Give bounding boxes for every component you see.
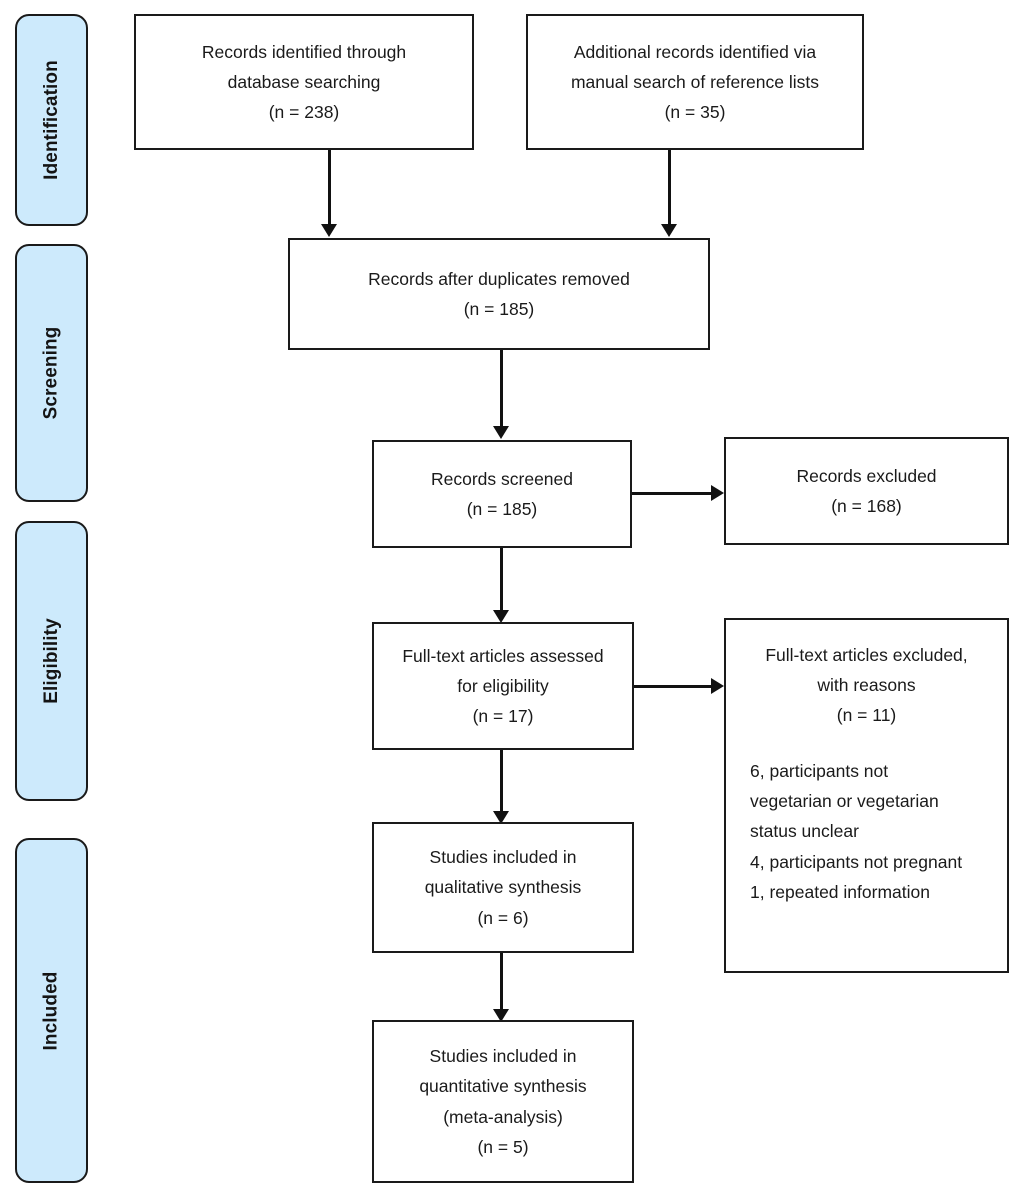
records-screened-line1: Records screened (430, 468, 574, 489)
box-records-screened: Records screened (n = 185) (372, 440, 632, 548)
arrowhead-screened-to-fulltext (493, 610, 509, 623)
records-identified-count: (n = 238) (268, 102, 340, 123)
qualitative-synthesis-line1: Studies included in (429, 847, 577, 868)
fulltext-excluded-reason-4: 4, participants not pregnant (750, 851, 963, 872)
arrowhead-duplicates-to-screened (493, 426, 509, 439)
fulltext-assessed-line1: Full-text articles assessed (402, 645, 604, 666)
stage-label-identification: Identification (40, 60, 62, 180)
quantitative-synthesis-line2: quantitative synthesis (419, 1076, 587, 1097)
arrowhead-fulltext-to-excluded (711, 678, 724, 694)
arrowhead-qualitative-to-quantitative (493, 1009, 509, 1022)
box-qualitative-synthesis: Studies included in qualitative synthesi… (372, 822, 634, 953)
connector-screened-to-excluded (632, 492, 712, 495)
stage-bar-screening: Screening (15, 244, 88, 502)
stage-label-eligibility: Eligibility (40, 618, 62, 704)
fulltext-assessed-line2: for eligibility (457, 675, 549, 696)
arrowhead-additional-to-duplicates (661, 224, 677, 237)
stage-label-included: Included (40, 971, 62, 1050)
stage-bar-eligibility: Eligibility (15, 521, 88, 801)
records-screened-count: (n = 185) (466, 499, 538, 519)
fulltext-excluded-count: (n = 11) (836, 705, 897, 726)
box-fulltext-excluded: Full-text articles excluded, with reason… (724, 618, 1009, 973)
connector-additional-to-duplicates (668, 150, 671, 225)
box-quantitative-synthesis: Studies included in quantitative synthes… (372, 1020, 634, 1183)
connector-fulltext-to-qualitative (500, 750, 503, 812)
fulltext-excluded-reasons: 6, participants not vegetarian or vegeta… (736, 756, 997, 906)
duplicates-removed-count: (n = 185) (463, 299, 535, 319)
fulltext-assessed-count: (n = 17) (472, 706, 534, 727)
connector-screened-to-fulltext (500, 548, 503, 611)
fulltext-excluded-reason-5: 1, repeated information (750, 881, 930, 902)
connector-identified-to-duplicates (328, 150, 331, 225)
connector-qualitative-to-quantitative (500, 953, 503, 1010)
records-identified-line1: Records identified through (201, 41, 407, 62)
fulltext-excluded-line2: with reasons (817, 675, 916, 696)
box-additional-records: Additional records identified via manual… (526, 14, 864, 150)
quantitative-synthesis-line3: (meta-analysis) (443, 1106, 563, 1127)
box-fulltext-assessed: Full-text articles assessed for eligibil… (372, 622, 634, 750)
records-excluded-line1: Records excluded (796, 465, 937, 486)
fulltext-excluded-reason-1: 6, participants not (750, 761, 889, 782)
qualitative-synthesis-line2: qualitative synthesis (424, 877, 582, 898)
arrowhead-screened-to-excluded (711, 485, 724, 501)
stage-bar-identification: Identification (15, 14, 88, 226)
connector-fulltext-to-excluded (634, 685, 712, 688)
duplicates-removed-line1: Records after duplicates removed (368, 268, 630, 289)
records-excluded-count: (n = 168) (831, 496, 902, 516)
qualitative-synthesis-count: (n = 6) (477, 907, 529, 928)
additional-records-line1: Additional records identified via (573, 41, 817, 62)
arrowhead-identified-to-duplicates (321, 224, 337, 237)
additional-records-count: (n = 35) (664, 102, 726, 123)
arrowhead-fulltext-to-qualitative (493, 811, 509, 824)
stage-label-screening: Screening (40, 326, 62, 420)
records-identified-line2: database searching (227, 71, 381, 92)
fulltext-excluded-reason-3: status unclear (750, 821, 859, 842)
box-records-excluded: Records excluded (n = 168) (724, 437, 1009, 545)
stage-bar-included: Included (15, 838, 88, 1183)
quantitative-synthesis-count: (n = 5) (477, 1136, 529, 1157)
fulltext-excluded-reason-2: vegetarian or vegetarian (750, 791, 939, 812)
quantitative-synthesis-line1: Studies included in (429, 1046, 577, 1067)
fulltext-excluded-line1: Full-text articles excluded, (765, 645, 968, 665)
box-duplicates-removed: Records after duplicates removed (n = 18… (288, 238, 710, 350)
additional-records-line2: manual search of reference lists (570, 71, 820, 92)
box-records-identified: Records identified through database sear… (134, 14, 474, 150)
connector-duplicates-to-screened (500, 350, 503, 427)
